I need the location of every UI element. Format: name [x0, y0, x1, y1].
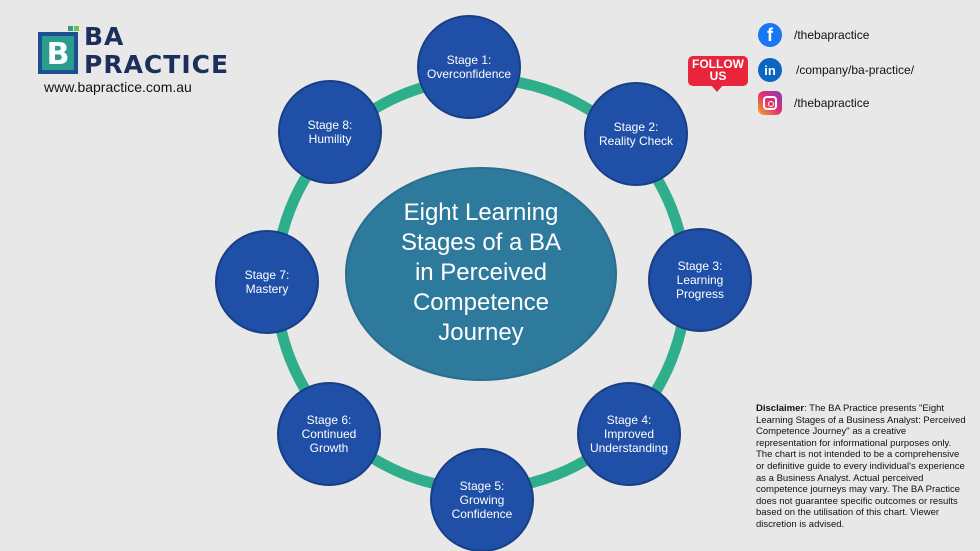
social-instagram[interactable]: /thebapractice — [758, 91, 869, 115]
brand-logo: B BA PRACTICE www.bapractice.com.au — [36, 10, 228, 98]
disclaimer-body: : The BA Practice presents "Eight Learni… — [756, 403, 966, 530]
social-facebook[interactable]: f /thebapractice — [758, 23, 869, 47]
us-label: US — [709, 69, 727, 83]
stage-3-node: Stage 3:Learning Progress — [648, 228, 752, 332]
linkedin-handle: /company/ba-practice/ — [796, 63, 915, 77]
follow-us-badge: FOLLOW US — [688, 56, 748, 96]
instagram-handle: /thebapractice — [794, 96, 870, 110]
brand-name-line1: BA — [84, 22, 125, 51]
follow-label: FOLLOW — [692, 57, 744, 71]
stage-1-node: Stage 1:Overconfidence — [417, 15, 521, 119]
stage-5-node: Stage 5:Growing Confidence — [430, 448, 534, 551]
center-ellipse — [345, 167, 617, 381]
svg-text:B: B — [47, 37, 70, 72]
social-linkedin[interactable]: in /company/ba-practice/ — [758, 58, 914, 82]
facebook-handle: /thebapractice — [794, 28, 870, 42]
brand-name-line2: PRACTICE — [84, 50, 230, 79]
facebook-icon: f — [758, 23, 782, 47]
instagram-icon — [758, 91, 782, 115]
website-link[interactable]: www.bapractice.com.au — [44, 79, 192, 95]
stage-6-node: Stage 6:Continued Growth — [277, 382, 381, 486]
linkedin-icon: in — [758, 58, 782, 82]
stage-2-node: Stage 2:Reality Check — [584, 82, 688, 186]
disclaimer-label: Disclaimer — [756, 403, 805, 414]
ba-logo-icon: B — [38, 26, 79, 74]
stage-4-node: Stage 4:Improved Understanding — [577, 382, 681, 486]
disclaimer-text: Disclaimer: The BA Practice presents "Ei… — [756, 403, 966, 531]
center-title: Eight Learning Stages of a BA in Perceiv… — [400, 199, 562, 346]
stage-8-node: Stage 8:Humility — [278, 80, 382, 184]
stage-7-node: Stage 7:Mastery — [215, 230, 319, 334]
